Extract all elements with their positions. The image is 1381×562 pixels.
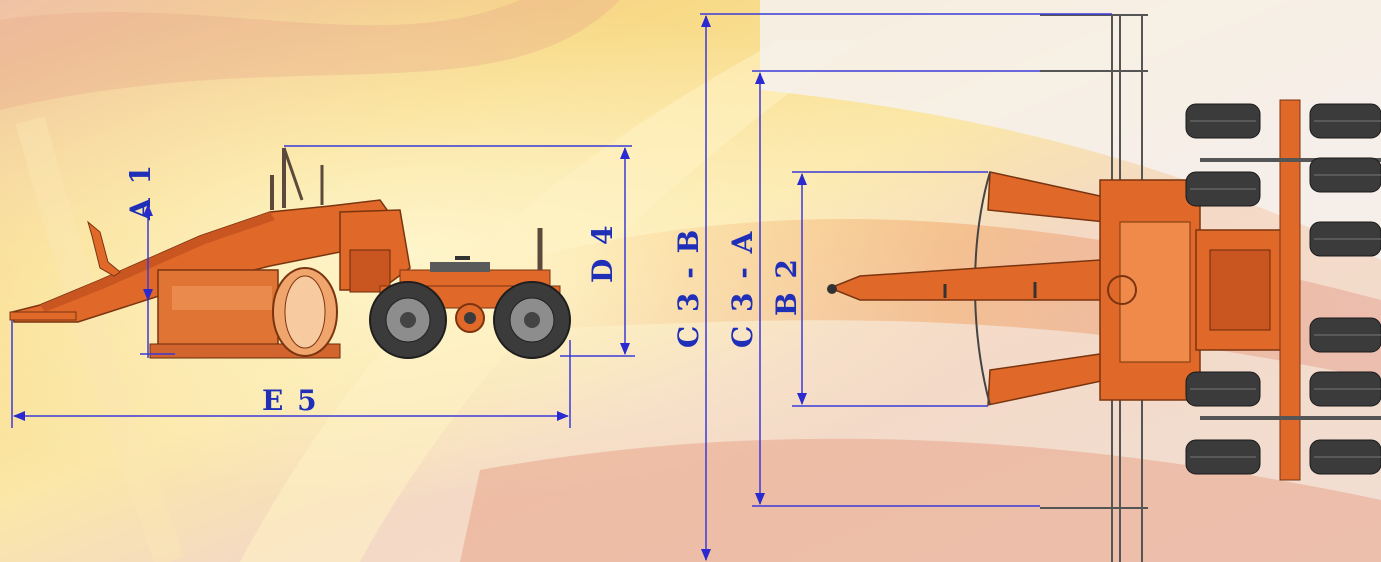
- dim-label-b2: B 2: [770, 257, 803, 316]
- top-view-dimensions: [700, 13, 1112, 561]
- dim-label-c3-a: C 3 - A: [726, 230, 759, 348]
- front-wheel: [369, 281, 447, 359]
- side-view-machine: [9, 147, 571, 359]
- dim-label-d4: D 4: [586, 223, 619, 283]
- dim-label-a1: A 1: [124, 163, 157, 221]
- side-view-dimensions: [11, 145, 635, 428]
- rear-wheel: [493, 281, 571, 359]
- dim-label-c3-b: C 3 - B: [672, 228, 705, 348]
- dim-label-e5: E 5: [262, 384, 319, 417]
- top-view-machine: [827, 14, 1381, 562]
